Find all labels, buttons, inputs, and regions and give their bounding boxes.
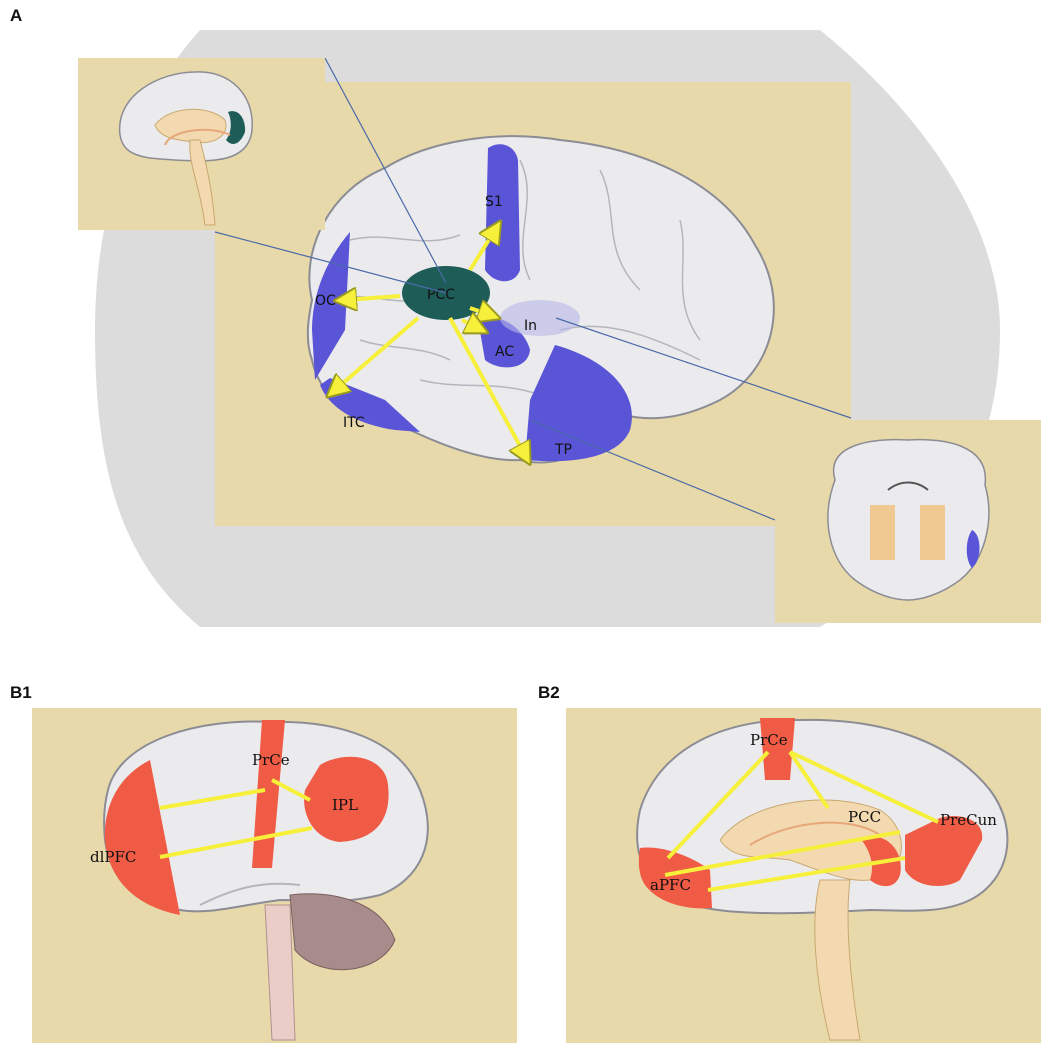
b1-label-prce: PrCe xyxy=(252,751,290,769)
label-oc: OC xyxy=(315,293,336,309)
coronal-inset xyxy=(775,420,1041,623)
panel-a: S1 PCC OC In AC ITC TP xyxy=(78,30,1041,627)
b2-label-pcc: PCC xyxy=(848,808,881,826)
b1-label-ipl: IPL xyxy=(332,796,358,814)
label-itc: ITC xyxy=(343,415,365,431)
b2-label-apfc: aPFC xyxy=(650,876,691,894)
insula-region xyxy=(500,300,580,336)
label-in: In xyxy=(524,318,537,334)
b2-label-prce: PrCe xyxy=(750,731,788,749)
panel-b1: PrCe IPL dlPFC xyxy=(32,708,517,1043)
s1-region xyxy=(485,144,520,281)
sagittal-inset xyxy=(78,58,325,230)
label-tp: TP xyxy=(554,442,572,458)
b1-label-dlpfc: dlPFC xyxy=(90,848,136,866)
b2-label-precun: PreCun xyxy=(940,811,997,829)
label-ac: AC xyxy=(495,344,514,360)
b2-prce-region xyxy=(760,718,795,780)
label-s1: S1 xyxy=(485,194,503,210)
panel-b2: PrCe PCC PreCun aPFC xyxy=(566,708,1041,1043)
